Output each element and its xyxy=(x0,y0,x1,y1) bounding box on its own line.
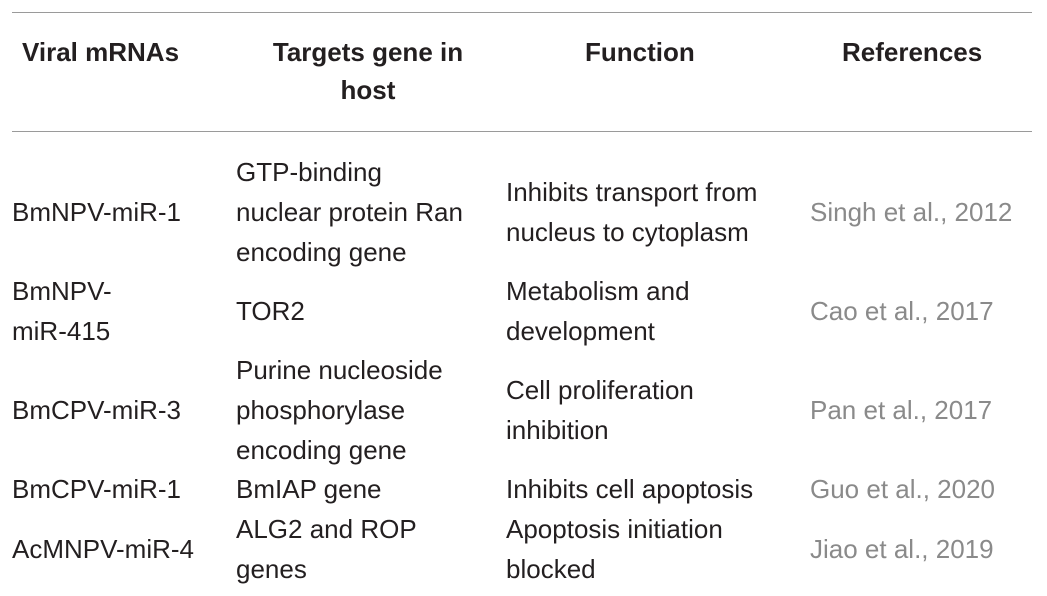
cell-reference: Jiao et al., 2019 xyxy=(810,534,994,564)
cell-virus: BmNPV- miR-415 xyxy=(12,276,112,346)
cell-target: TOR2 xyxy=(236,296,305,326)
cell-reference: Guo et al., 2020 xyxy=(810,474,996,504)
cell-target: Purine nucleoside phosphorylase encoding… xyxy=(236,355,443,465)
header-bottom-rule xyxy=(12,131,1032,132)
cell-reference: Pan et al., 2017 xyxy=(810,395,993,425)
cell-function: Apoptosis initiation blocked xyxy=(506,514,723,584)
cell-reference: Singh et al., 2012 xyxy=(810,197,1013,227)
cell-function: Cell proliferation inhibition xyxy=(506,375,694,445)
header-targets-gene-line2: host xyxy=(340,75,396,105)
cell-function: Metabolism and development xyxy=(506,276,690,346)
cell-reference: Cao et al., 2017 xyxy=(810,296,994,326)
cell-target: BmIAP gene xyxy=(236,474,382,504)
cell-function: Inhibits transport from nucleus to cytop… xyxy=(506,177,758,247)
header-viral-mrnas: Viral mRNAs xyxy=(22,37,180,67)
table-top-rule xyxy=(12,12,1032,13)
header-targets-gene: Targets gene in host xyxy=(252,33,484,109)
cell-virus: AcMNPV-miR-4 xyxy=(12,534,195,564)
cell-virus: BmCPV-miR-1 xyxy=(12,474,182,504)
header-references: References xyxy=(842,37,983,67)
cell-virus: BmCPV-miR-3 xyxy=(12,395,182,425)
cell-target: GTP-binding nuclear protein Ran encoding… xyxy=(236,157,463,267)
cell-function: Inhibits cell apoptosis xyxy=(506,474,754,504)
cell-virus: BmNPV-miR-1 xyxy=(12,197,182,227)
header-function: Function xyxy=(585,37,695,67)
header-targets-gene-line1: Targets gene in xyxy=(272,37,464,67)
cell-target: ALG2 and ROP genes xyxy=(236,514,417,584)
